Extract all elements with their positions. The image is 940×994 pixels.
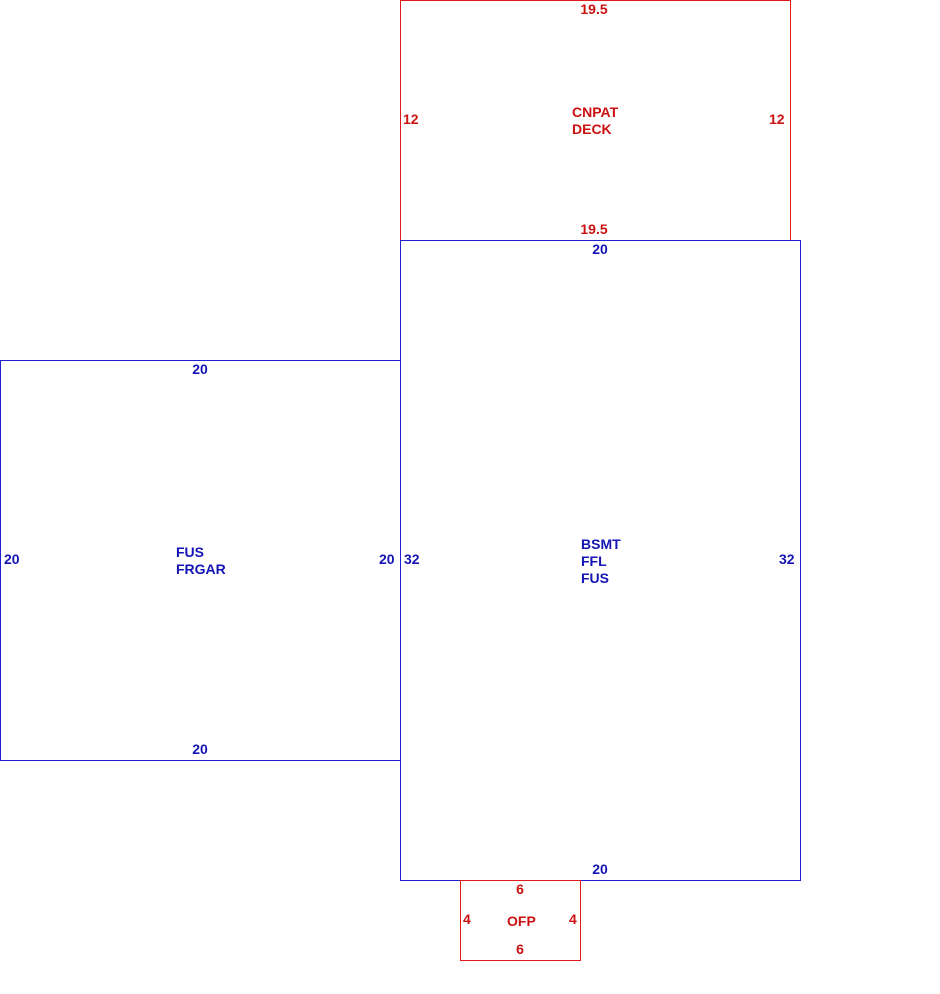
garage-dim-right: 20 bbox=[379, 551, 395, 567]
deck-dim-left: 12 bbox=[403, 111, 419, 127]
porch-area bbox=[460, 880, 581, 961]
main-label-1: BSMT bbox=[581, 536, 621, 552]
main-dim-left: 32 bbox=[404, 551, 420, 567]
porch-label: OFP bbox=[507, 913, 536, 929]
garage-area bbox=[0, 360, 401, 761]
porch-dim-top: 6 bbox=[516, 881, 524, 897]
porch-dim-right: 4 bbox=[569, 911, 577, 927]
deck-label-1: CNPAT bbox=[572, 104, 619, 120]
garage-dim-left: 20 bbox=[4, 551, 20, 567]
deck-dim-right: 12 bbox=[769, 111, 785, 127]
main-label-2: FFL bbox=[581, 553, 607, 569]
garage-dim-bottom: 20 bbox=[192, 741, 208, 757]
garage-label-1: FUS bbox=[176, 544, 204, 560]
garage-dim-top: 20 bbox=[192, 361, 208, 377]
main-label-3: FUS bbox=[581, 570, 609, 586]
porch-dim-left: 4 bbox=[463, 911, 471, 927]
main-dim-top: 20 bbox=[592, 241, 608, 257]
deck-dim-bottom: 19.5 bbox=[580, 221, 608, 237]
deck-label-2: DECK bbox=[572, 121, 612, 137]
main-dim-bottom: 20 bbox=[592, 861, 608, 877]
porch-dim-bottom: 6 bbox=[516, 941, 524, 957]
main-dim-right: 32 bbox=[779, 551, 795, 567]
deck-dim-top: 19.5 bbox=[580, 1, 608, 17]
garage-label-2: FRGAR bbox=[176, 561, 226, 577]
